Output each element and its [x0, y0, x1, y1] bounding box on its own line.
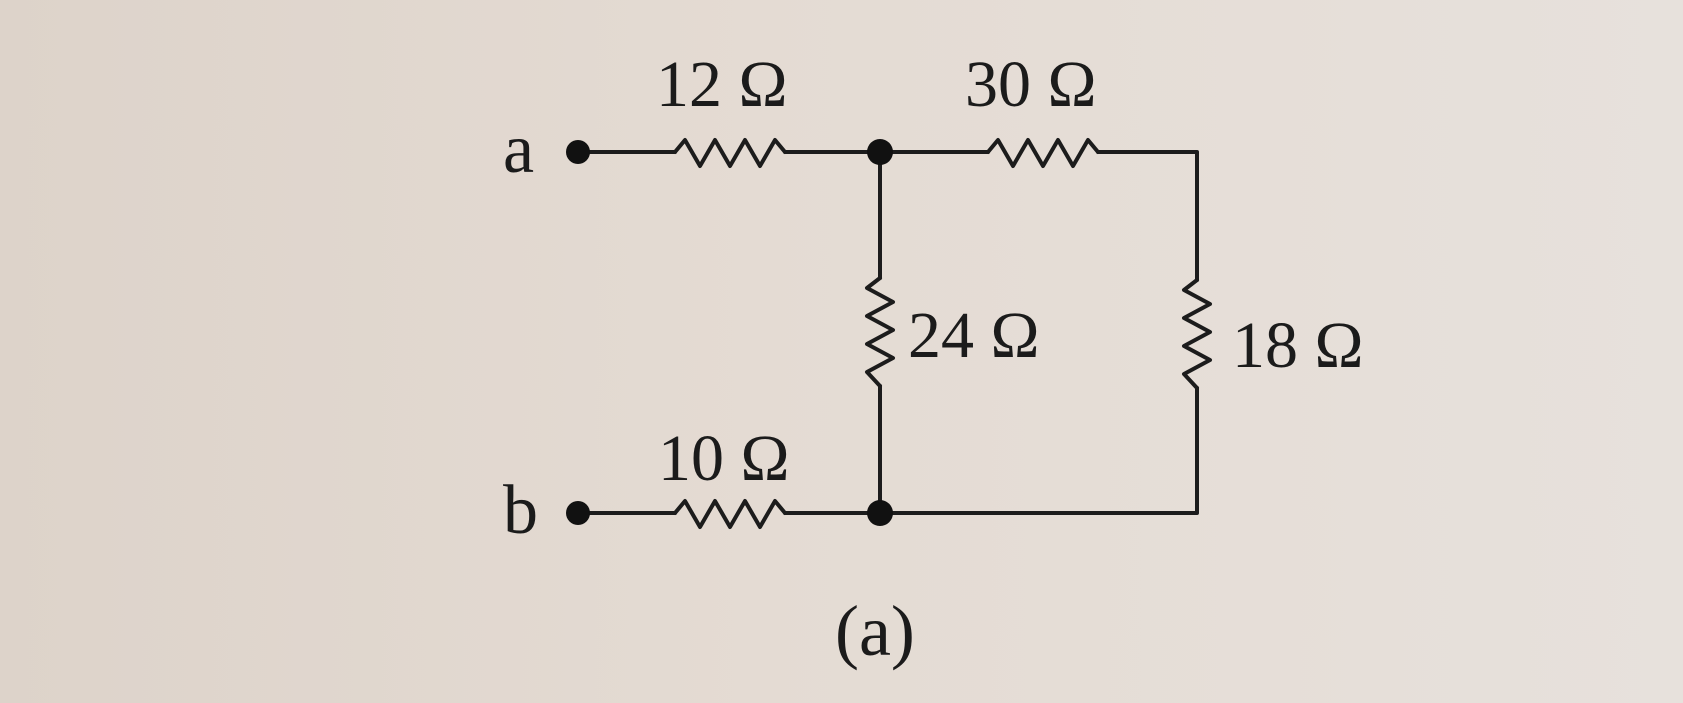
figure-caption: (a) — [835, 591, 915, 671]
terminal-a-dot — [566, 140, 590, 164]
terminal-b-dot — [566, 501, 590, 525]
resistor-10-ohm-label: 10 Ω — [658, 422, 790, 495]
resistor-30-ohm-label: 30 Ω — [965, 48, 1097, 121]
resistor-24-ohm — [865, 276, 895, 388]
junction-node-top — [867, 139, 893, 165]
resistor-12-ohm-label: 12 Ω — [656, 48, 788, 121]
right-wire-lower — [878, 386, 1199, 515]
resistor-18-ohm — [1182, 278, 1212, 390]
junction-node-bottom — [867, 500, 893, 526]
terminal-b-label: b — [503, 472, 538, 549]
resistor-18-ohm-label: 18 Ω — [1232, 309, 1364, 382]
resistor-24-ohm-label: 24 Ω — [908, 299, 1040, 372]
top-wire-right — [1096, 150, 1199, 282]
resistor-30-ohm — [986, 138, 1100, 168]
terminal-a-label: a — [503, 111, 534, 188]
resistor-12-ohm — [673, 138, 787, 168]
resistor-10-ohm — [673, 499, 787, 529]
